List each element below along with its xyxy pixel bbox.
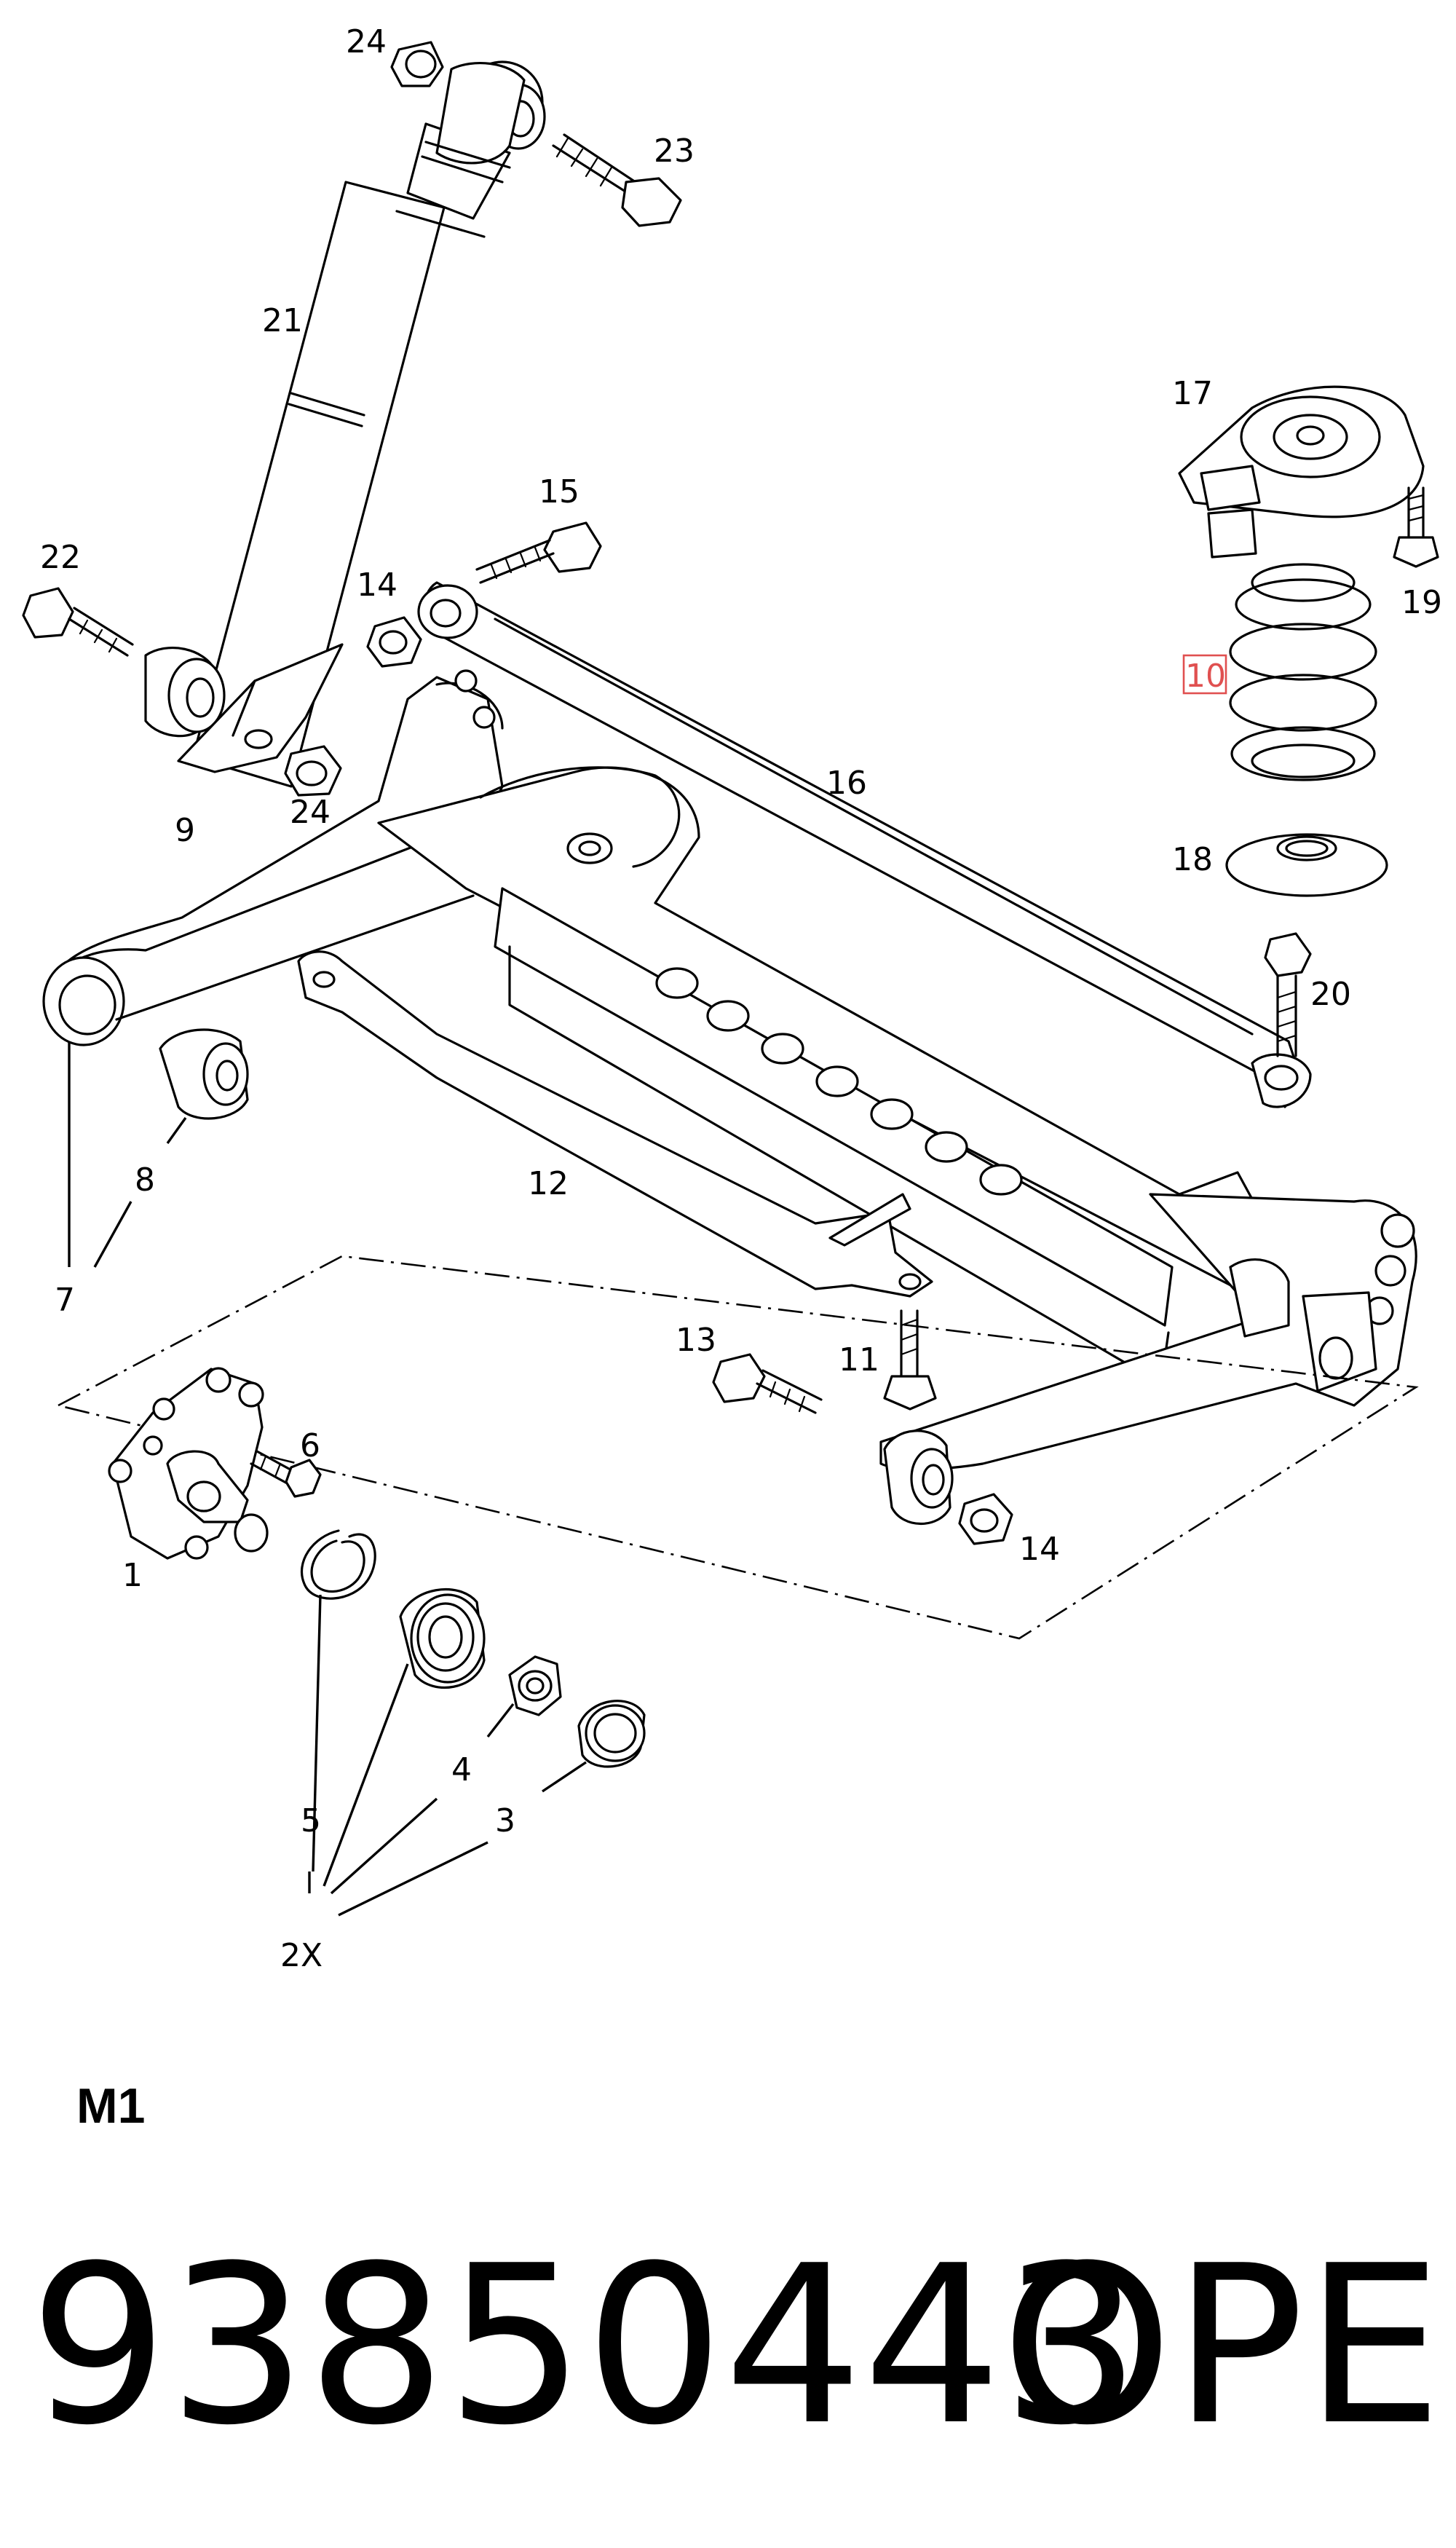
callout-6: 6 <box>300 1427 320 1464</box>
bracket-9 <box>177 643 344 773</box>
callout-17: 17 <box>1172 375 1213 412</box>
spring-isolator-18 <box>1225 833 1388 897</box>
callout-3: 3 <box>495 1802 515 1839</box>
bolt-11 <box>883 1309 937 1411</box>
nut-24-top <box>390 41 444 87</box>
brand-name: OPEL <box>1001 2219 1456 2473</box>
callout-21: 21 <box>262 302 303 339</box>
bolt-15 <box>475 521 602 584</box>
bar-12 <box>297 950 933 1298</box>
bolt-19 <box>1393 486 1439 568</box>
callout-7: 7 <box>55 1282 75 1319</box>
wheel-bearing <box>399 1587 486 1689</box>
callout-24-top: 24 <box>346 23 387 60</box>
callout-23: 23 <box>654 133 695 170</box>
callout-10-highlight <box>1182 654 1227 695</box>
bolt-6 <box>250 1450 322 1498</box>
nut-14-lower <box>958 1493 1013 1545</box>
model-code: M1 <box>76 2078 145 2134</box>
spring-seat-17 <box>1178 385 1425 559</box>
callout-14-upper: 14 <box>357 567 397 604</box>
bolt-22 <box>22 587 134 657</box>
callout-8: 8 <box>135 1161 155 1199</box>
bushing-8 <box>159 1028 249 1120</box>
nut-24-lower <box>284 745 342 797</box>
rod-16 <box>417 581 1312 1108</box>
callout-10: 10 <box>1185 658 1226 695</box>
callout-5: 5 <box>301 1802 321 1839</box>
callout-2x: 2X <box>280 1937 323 1974</box>
hub-nut-4 <box>508 1655 562 1716</box>
detail-frame <box>55 1255 1419 1640</box>
snap-ring-5 <box>300 1529 376 1600</box>
callout-14-lower: 14 <box>1019 1531 1060 1568</box>
part-number: 93850443 <box>29 2219 1141 2473</box>
callout-4: 4 <box>451 1751 472 1788</box>
shock-absorber <box>144 60 546 788</box>
bolt-20 <box>1264 932 1312 1057</box>
bolt-13 <box>712 1353 823 1414</box>
callout-24-lower: 24 <box>290 794 331 831</box>
callout-12: 12 <box>528 1165 569 1202</box>
callout-15: 15 <box>539 473 579 510</box>
hub-flange-1 <box>108 1367 269 1560</box>
callout-20: 20 <box>1310 976 1351 1013</box>
callout-16: 16 <box>826 765 867 802</box>
nut-14-upper <box>366 616 422 668</box>
coil-spring-10 <box>1229 563 1377 781</box>
hub-cap-3 <box>577 1700 646 1768</box>
callouts: 24 23 21 17 15 22 14 19 10 16 24 9 18 20… <box>40 23 1442 1974</box>
bolt-23 <box>552 133 682 227</box>
leader-lines <box>68 1041 587 1917</box>
callout-19: 19 <box>1401 584 1442 621</box>
callout-11: 11 <box>839 1341 879 1378</box>
callout-13: 13 <box>676 1322 716 1359</box>
callout-22: 22 <box>40 539 81 576</box>
callout-1: 1 <box>122 1557 143 1594</box>
callout-9: 9 <box>175 812 195 849</box>
rear-axle-beam <box>42 669 1417 1525</box>
callout-18: 18 <box>1172 841 1213 878</box>
